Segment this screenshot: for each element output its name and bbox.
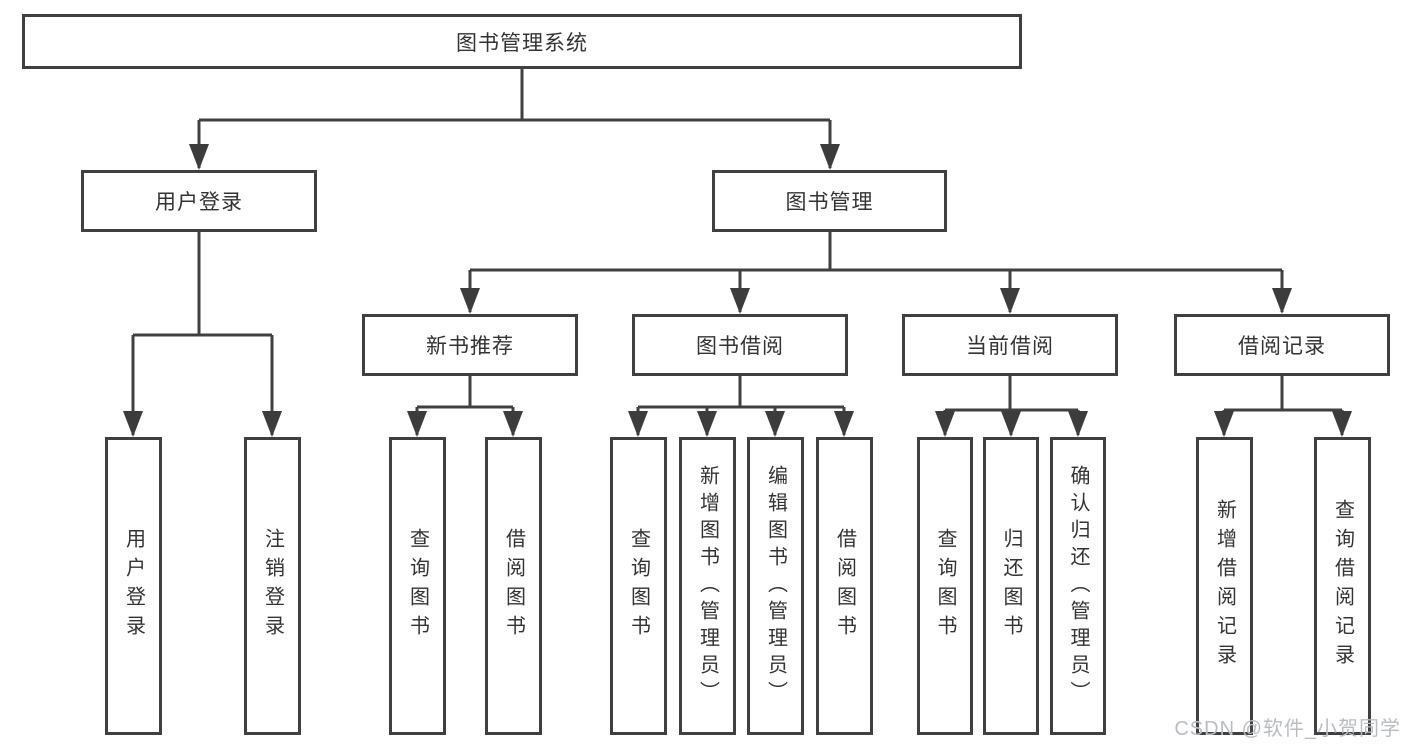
leaf-query-books-current: 查询图书 xyxy=(917,437,973,735)
leaf-query-books-current-label: 查询图书 xyxy=(934,528,956,644)
leaf-borrow-books-recommend-label: 借阅图书 xyxy=(502,528,525,644)
leaf-edit-book-admin: 编辑图书（管理员） xyxy=(747,437,804,735)
node-book-borrowing: 图书借阅 xyxy=(632,314,848,376)
leaf-query-borrow-record-label: 查询借阅记录 xyxy=(1331,499,1354,673)
node-book-management: 图书管理 xyxy=(712,170,947,232)
leaf-add-borrow-record: 新增借阅记录 xyxy=(1196,437,1253,735)
leaf-add-borrow-record-label: 新增借阅记录 xyxy=(1213,499,1236,673)
node-borrowing-records-label: 借阅记录 xyxy=(1238,335,1326,358)
leaf-query-books-recommend-label: 查询图书 xyxy=(406,528,429,644)
leaf-edit-book-admin-label: 编辑图书（管理员） xyxy=(764,464,787,708)
node-user-login-label: 用户登录 xyxy=(155,191,243,214)
arrow-icon xyxy=(697,411,717,437)
leaf-user-login: 用户登录 xyxy=(105,437,162,735)
node-library-system-label: 图书管理系统 xyxy=(456,31,588,55)
leaf-query-books-recommend: 查询图书 xyxy=(389,437,446,735)
leaf-confirm-return-admin: 确认归还（管理员） xyxy=(1050,437,1106,735)
node-borrowing-records: 借阅记录 xyxy=(1174,314,1390,376)
arrow-icon xyxy=(1068,411,1088,437)
leaf-add-book-admin: 新增图书（管理员） xyxy=(679,437,736,735)
leaf-borrow-books-borrowing-label: 借阅图书 xyxy=(833,528,856,644)
node-book-borrowing-label: 图书借阅 xyxy=(696,335,784,358)
leaf-borrow-books-borrowing: 借阅图书 xyxy=(816,437,873,735)
node-user-login: 用户登录 xyxy=(81,170,317,232)
arrow-icon xyxy=(1332,411,1352,437)
arrowheads xyxy=(123,144,1352,437)
leaf-logout-label: 注销登录 xyxy=(261,528,284,644)
connector-bookborrow-subtree xyxy=(636,376,846,435)
node-library-system: 图书管理系统 xyxy=(22,14,1022,69)
node-current-borrowing-label: 当前借阅 xyxy=(966,335,1054,358)
leaf-borrow-books-recommend: 借阅图书 xyxy=(485,437,542,735)
arrow-icon xyxy=(765,411,785,437)
connector-userlogin-subtree xyxy=(131,232,274,435)
node-current-borrowing: 当前借阅 xyxy=(902,314,1118,376)
connector-bookmgmt-to-level3 xyxy=(468,232,1284,312)
arrow-icon xyxy=(460,288,480,314)
leaf-query-borrow-record: 查询借阅记录 xyxy=(1314,437,1371,735)
arrow-icon xyxy=(1000,288,1020,314)
connector-borrowrecords-subtree xyxy=(1222,376,1344,435)
leaf-query-books-borrowing-label: 查询图书 xyxy=(627,528,650,644)
arrow-icon xyxy=(407,411,427,437)
arrow-icon xyxy=(628,411,648,437)
arrow-icon xyxy=(730,288,750,314)
leaf-return-books-label: 归还图书 xyxy=(1000,528,1022,644)
arrow-icon xyxy=(189,144,209,170)
leaf-add-book-admin-label: 新增图书（管理员） xyxy=(696,464,719,708)
leaf-logout: 注销登录 xyxy=(244,437,301,735)
arrow-icon xyxy=(820,144,840,170)
connector-root-to-level2 xyxy=(197,69,832,168)
arrow-icon xyxy=(1272,288,1292,314)
node-new-book-recommendation: 新书推荐 xyxy=(362,314,578,376)
node-new-book-recommendation-label: 新书推荐 xyxy=(426,335,514,358)
arrow-icon xyxy=(123,411,143,437)
leaf-query-books-borrowing: 查询图书 xyxy=(610,437,667,735)
leaf-return-books: 归还图书 xyxy=(983,437,1039,735)
leaf-confirm-return-admin-label: 确认归还（管理员） xyxy=(1067,464,1089,708)
connector-newbook-subtree xyxy=(415,376,515,435)
watermark-text: CSDN @软件_小贺同学 xyxy=(1174,718,1401,740)
arrow-icon xyxy=(262,411,282,437)
arrow-icon xyxy=(834,411,854,437)
arrow-icon xyxy=(1214,411,1234,437)
arrow-icon xyxy=(503,411,523,437)
arrow-icon xyxy=(1001,411,1021,437)
node-book-management-label: 图书管理 xyxy=(785,191,874,214)
leaf-user-login-label: 用户登录 xyxy=(122,528,145,644)
arrow-icon xyxy=(935,411,955,437)
